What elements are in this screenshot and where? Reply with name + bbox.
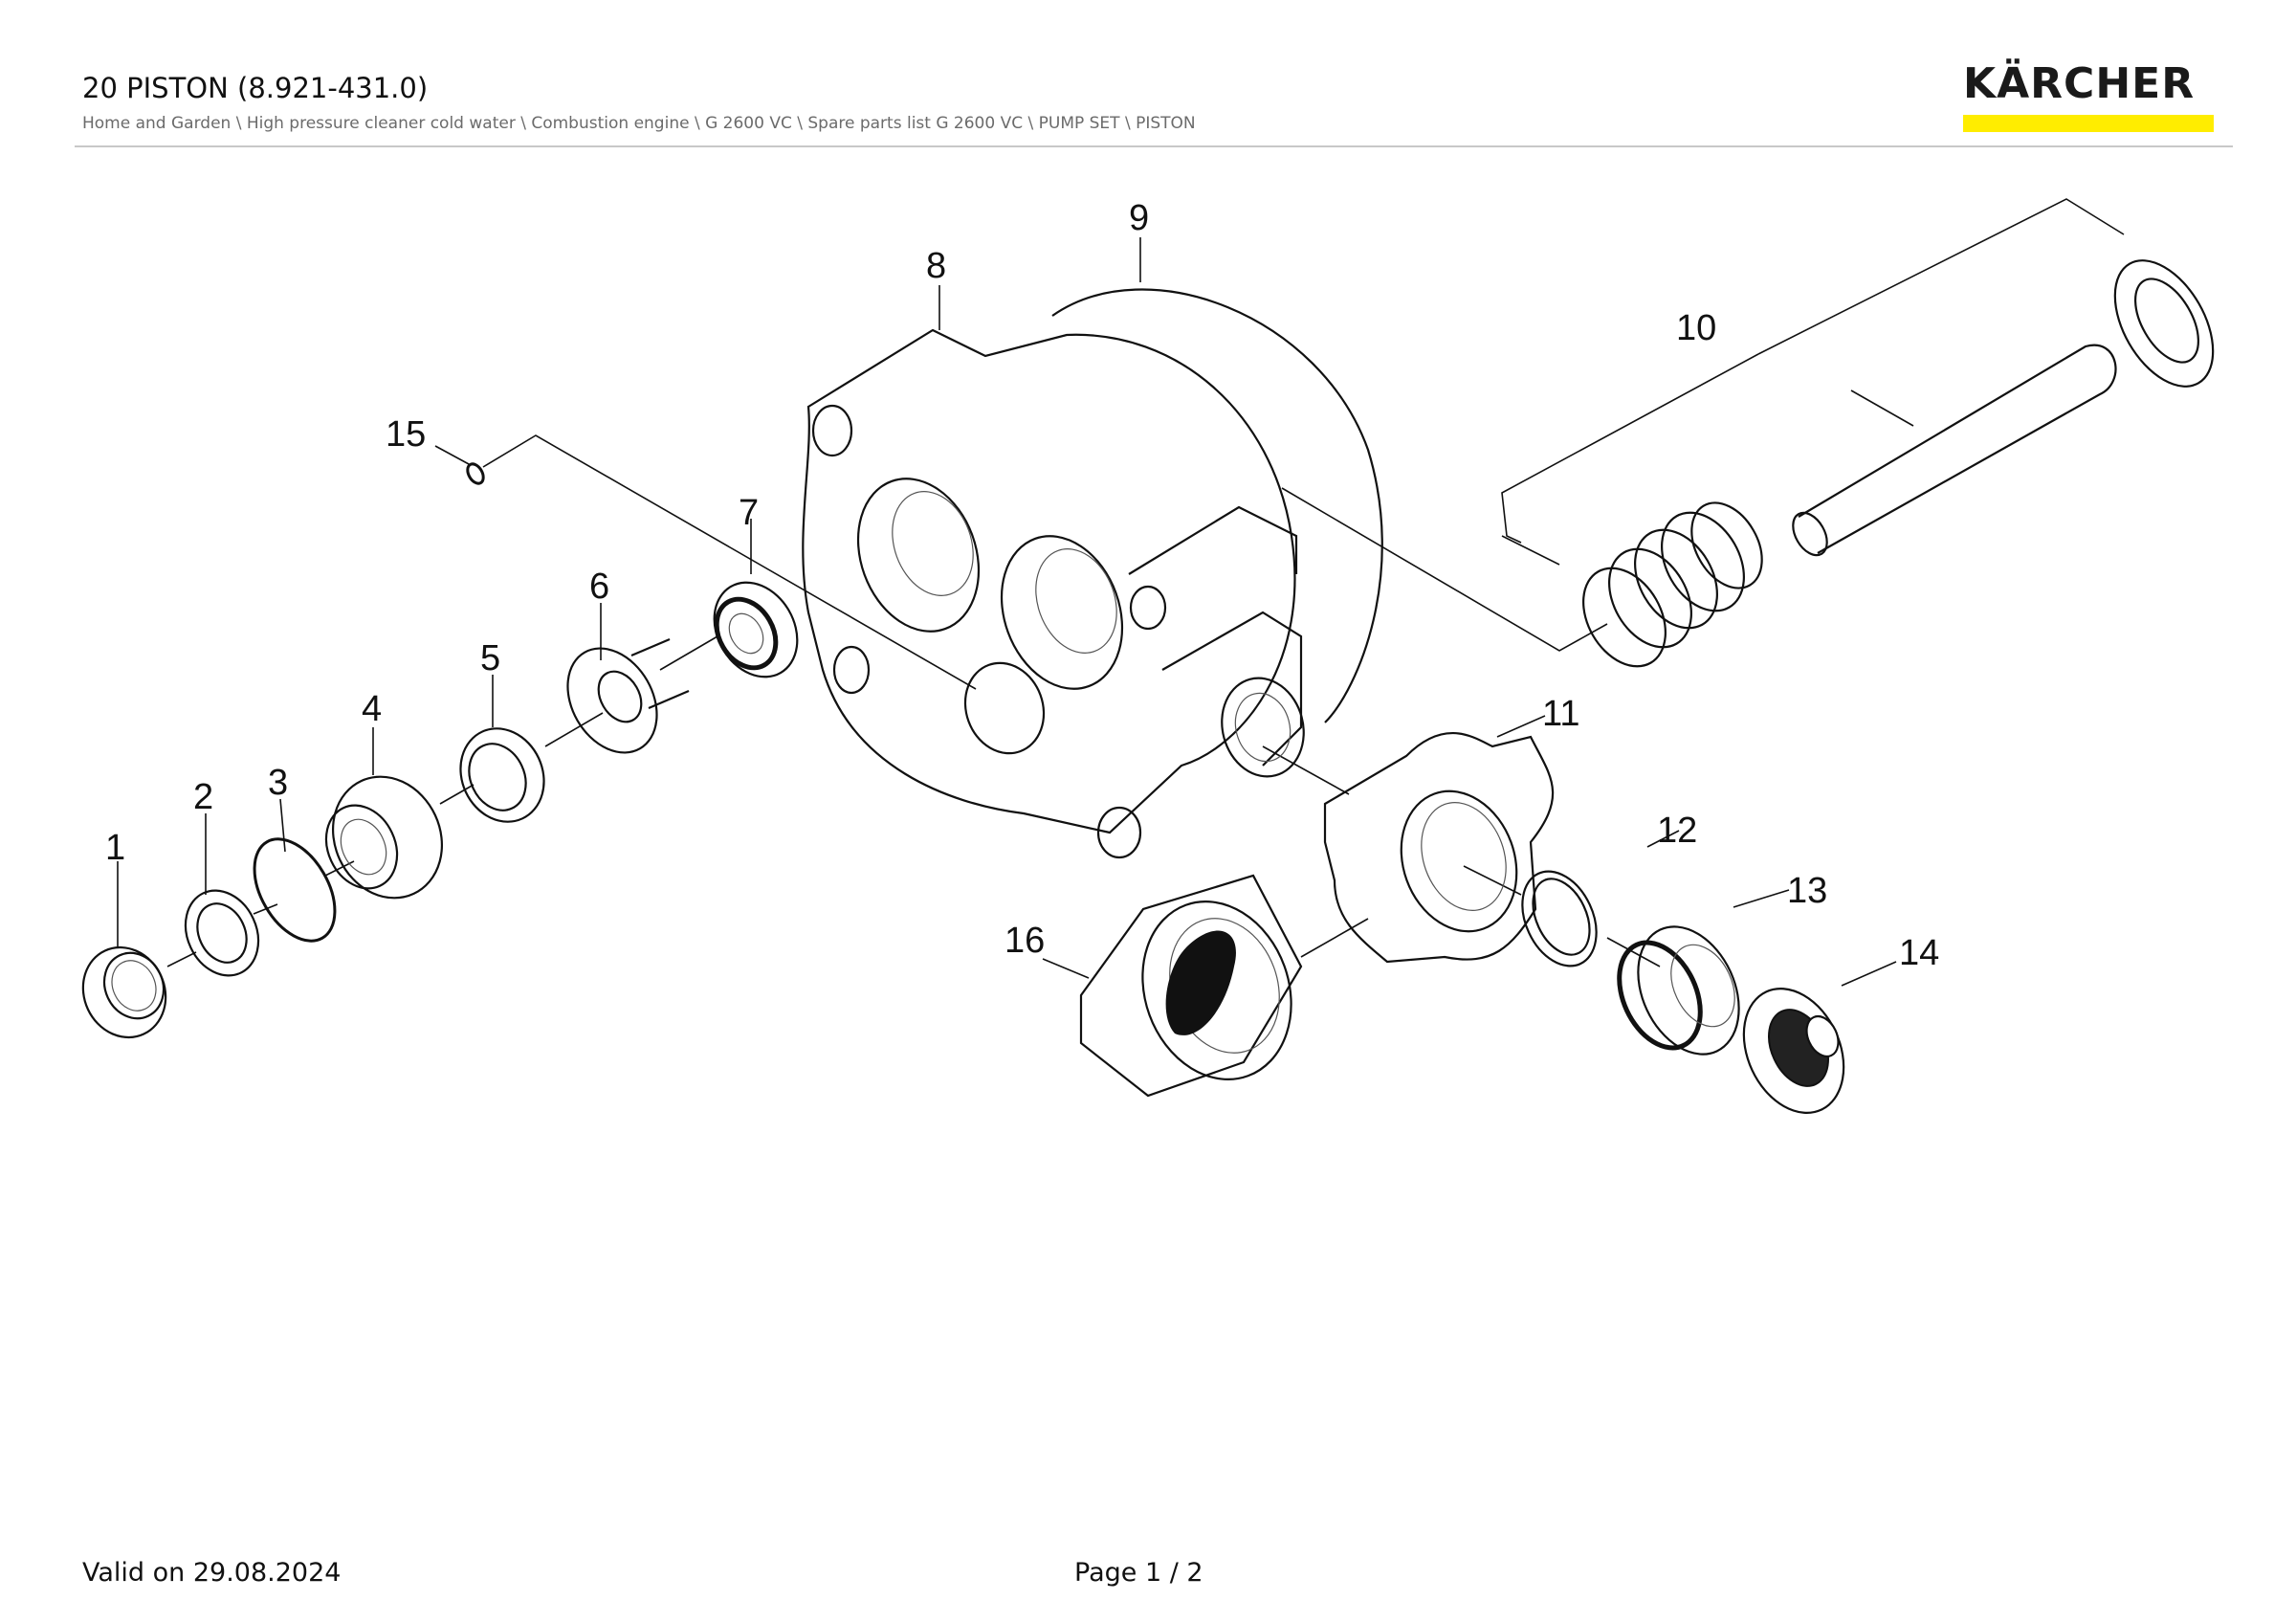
- callout-7: 7: [739, 493, 759, 533]
- part-14-plug: [1742, 988, 1845, 1114]
- callout-16: 16: [1004, 921, 1045, 961]
- valid-date: Valid on 29.08.2024: [82, 1558, 342, 1588]
- leader-lines: [117, 198, 2125, 987]
- callout-14: 14: [1899, 933, 1939, 973]
- part-12-sealing-ring: [1521, 870, 1598, 967]
- callout-numbers: 1 2 3 4 5 6 7 8 9 10 11 12 13 14 15 16: [105, 198, 1939, 973]
- header: 20 PISTON (8.921-431.0) Home and Garden …: [82, 72, 2235, 134]
- callout-4: 4: [362, 689, 382, 729]
- part-13-threaded-fitting: [1617, 925, 1740, 1056]
- callout-6: 6: [589, 567, 609, 607]
- page-number: Page 1 / 2: [1074, 1558, 1203, 1588]
- breadcrumb: Home and Garden \ High pressure cleaner …: [82, 114, 1196, 133]
- part-10-spring-pin: [1582, 259, 2215, 668]
- part-11-star-nut: [1323, 731, 1555, 964]
- callout-3: 3: [268, 763, 288, 803]
- page-title: 20 PISTON (8.921-431.0): [82, 72, 429, 104]
- part-16-hex-nut: [1079, 874, 1303, 1098]
- part-6-valve-plate: [566, 637, 690, 754]
- part-4-bushing: [324, 775, 444, 900]
- part-9-gasket: [1051, 288, 1383, 723]
- callout-2: 2: [193, 777, 213, 817]
- callout-13: 13: [1787, 871, 1827, 911]
- part-5-ring: [459, 727, 545, 823]
- part-7-valve: [713, 581, 799, 678]
- part-2-washer: [184, 889, 260, 977]
- karcher-logo: KÄRCHER: [1963, 63, 2214, 132]
- callout-5: 5: [480, 638, 500, 678]
- part-15-small-o-ring: [466, 462, 485, 485]
- callout-15: 15: [386, 414, 426, 455]
- callout-1: 1: [105, 828, 125, 868]
- callout-11: 11: [1542, 694, 1579, 734]
- part-1-seal-ring: [81, 945, 167, 1039]
- callout-9: 9: [1129, 198, 1149, 238]
- callout-8: 8: [926, 246, 946, 286]
- header-divider: [75, 145, 2233, 147]
- callout-12: 12: [1657, 811, 1697, 851]
- part-8-pump-head: [802, 328, 1305, 859]
- part-3-o-ring: [253, 837, 337, 943]
- logo-text: KÄRCHER: [1963, 59, 2196, 108]
- callout-10: 10: [1676, 308, 1716, 348]
- logo-yellow-bar: [1963, 115, 2214, 132]
